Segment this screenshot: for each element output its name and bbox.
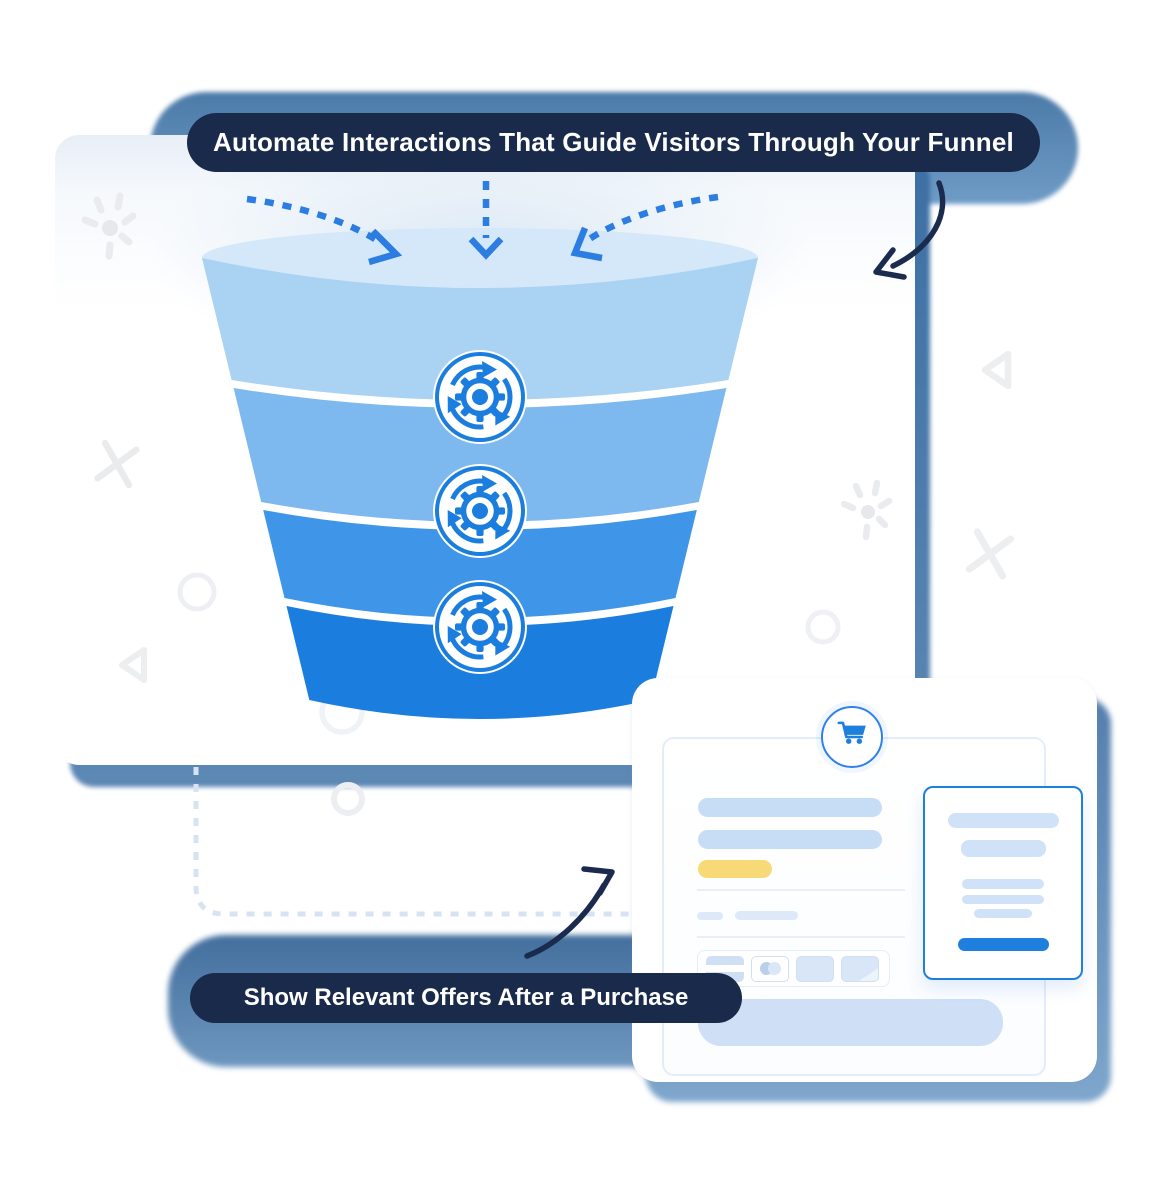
cart-badge (821, 706, 883, 768)
circle-icon (331, 782, 365, 816)
cross-icon (94, 439, 140, 489)
upsell-offer-panel (923, 786, 1083, 980)
skeleton-button-large (698, 999, 1003, 1046)
offer-cta-button[interactable] (957, 938, 1049, 951)
cross-icon (965, 528, 1015, 580)
image-thumbnail[interactable] (841, 955, 879, 982)
skeleton-bar (698, 830, 882, 849)
pay-circle (767, 962, 781, 975)
image-thumbnail[interactable] (796, 955, 834, 982)
offer-pill: Show Relevant Offers After a Purchase (190, 973, 742, 1023)
skeleton-bar (698, 798, 882, 817)
skeleton-bar (697, 912, 723, 920)
sparkle-icon (840, 479, 893, 541)
dashed-connector (193, 767, 632, 917)
skeleton-bar (974, 909, 1032, 918)
shopping-cart-icon (837, 721, 866, 744)
circle-icon (319, 689, 365, 735)
skeleton-bar (735, 911, 798, 920)
circle-icon (805, 609, 841, 645)
skeleton-bar (947, 813, 1059, 828)
skeleton-bar (962, 879, 1044, 889)
payment-thumbnail[interactable] (751, 955, 789, 982)
sparkle-icon (81, 192, 137, 260)
offer-pill-label: Show Relevant Offers After a Purchase (243, 984, 689, 1011)
highlight-bar (698, 860, 772, 878)
circle-icon (177, 572, 217, 612)
triangle-icon (119, 647, 147, 683)
card-stripe (706, 964, 744, 972)
funnel-card (55, 135, 915, 765)
divider (697, 889, 905, 891)
banner-label: Automate Interactions That Guide Visitor… (213, 127, 1014, 157)
divider (697, 936, 905, 938)
skeleton-bar (962, 895, 1044, 904)
skeleton-bar (960, 840, 1046, 857)
triangle-icon (981, 350, 1012, 390)
banner: Automate Interactions That Guide Visitor… (187, 113, 1040, 172)
